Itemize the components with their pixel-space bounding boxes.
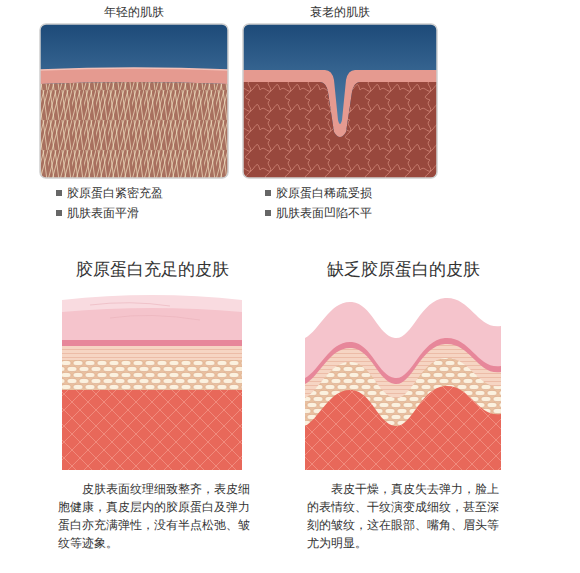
bullet-text: 胶原蛋白稀疏受损 bbox=[276, 184, 436, 202]
panel-heading: 衰老的肌肤 bbox=[243, 4, 437, 20]
description-text: 表皮干燥，真皮失去弹力，脸上的表情纹、干纹演变成细纹，甚至深刻的皱纹，这在眼部、… bbox=[307, 480, 505, 552]
bullet-text: 肌肤表面平滑 bbox=[67, 204, 227, 222]
description-text: 皮肤表面纹理细致整齐，表皮细胞健康，真皮层内的胶原蛋白及弹力蛋白亦充满弹性，没有… bbox=[58, 480, 250, 552]
rich-collagen-art bbox=[62, 295, 242, 470]
panel-heading: 缺乏胶原蛋白的皮肤 bbox=[300, 258, 506, 281]
skin-panel: 衰老的肌肤 bbox=[243, 4, 437, 178]
bullet-text: 胶原蛋白紧密充盈 bbox=[67, 184, 227, 202]
bullet-text: 肌肤表面凹陷不平 bbox=[276, 204, 436, 222]
skin-panel: 胶原蛋白充足的皮肤 bbox=[50, 258, 254, 470]
poor-collagen-art bbox=[305, 298, 501, 470]
aged-skin-art bbox=[243, 24, 437, 178]
skin-panel: 缺乏胶原蛋白的皮肤 bbox=[300, 258, 506, 470]
panel-frame bbox=[40, 24, 228, 178]
panel-frame bbox=[243, 24, 437, 178]
young-skin-art bbox=[40, 24, 228, 178]
panel-heading: 胶原蛋白充足的皮肤 bbox=[50, 258, 254, 281]
skin-panel: 年轻的肌肤 bbox=[40, 4, 228, 178]
panel-heading: 年轻的肌肤 bbox=[40, 4, 228, 20]
